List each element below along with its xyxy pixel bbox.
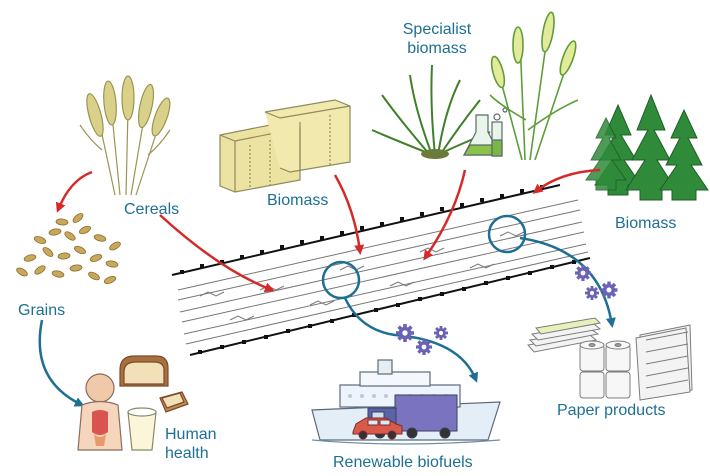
label-human-line2: health <box>165 445 209 462</box>
grass-plant-icon <box>371 64 491 159</box>
grain-pile-icon <box>16 213 121 284</box>
label-paper-products: Paper products <box>557 402 666 419</box>
flask-icon <box>462 107 508 157</box>
red-arrows <box>55 168 601 293</box>
label-renewable-biofuels: Renewable biofuels <box>333 454 473 471</box>
truck-icon <box>367 394 458 439</box>
label-biomass-left: Biomass <box>267 192 329 209</box>
label-biomass-right: Biomass <box>615 215 677 232</box>
label-human-health: Human health <box>165 425 217 463</box>
label-specialist-biomass: Specialist biomass <box>392 20 482 58</box>
label-cereals: Cereals <box>124 201 180 218</box>
label-human-line1: Human <box>165 426 217 443</box>
human-body-icon <box>77 373 123 451</box>
reed-plant-icon <box>489 11 579 161</box>
label-specialist-line2: biomass <box>407 40 467 57</box>
toilet-roll-icon <box>579 340 631 399</box>
cellulose-fiber-icon <box>171 184 591 356</box>
paper-stack-icon <box>527 317 693 401</box>
pine-tree-icon <box>585 93 709 201</box>
milk-glass-icon <box>127 407 157 451</box>
hay-bale-icon <box>219 99 351 193</box>
label-specialist-line1: Specialist <box>402 21 472 38</box>
wheat-icon <box>79 75 171 196</box>
car-icon <box>352 417 403 440</box>
bread-icon <box>119 355 189 413</box>
label-grains: Grains <box>18 302 66 319</box>
